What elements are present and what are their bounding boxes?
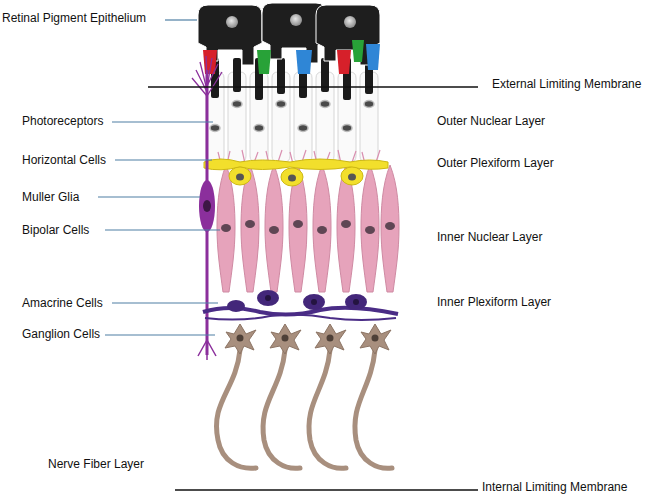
photoreceptor-cells [206,58,378,162]
rpe-cells [198,3,380,65]
layer-label: Outer Nuclear Layer [437,114,545,128]
part-label: Bipolar Cells [22,223,89,237]
layer-label: Nerve Fiber Layer [48,457,144,471]
horizontal-cells [204,159,388,186]
layer-label: Internal Limiting Membrane [482,480,627,494]
part-label: Photoreceptors [22,114,103,128]
part-label: Retinal Pigment Epithelium [2,11,146,25]
ganglion-cells [216,324,392,468]
part-label: Amacrine Cells [22,296,103,310]
muller-glia [192,56,222,360]
layer-label: Inner Plexiform Layer [437,295,551,309]
layer-label: Inner Nuclear Layer [437,230,542,244]
layer-label: External Limiting Membrane [492,77,641,91]
layer-label: Outer Plexiform Layer [437,156,554,170]
part-label: Horizontal Cells [22,153,106,167]
leader-lines [98,20,220,335]
internal-limiting-membrane [175,489,478,491]
part-label: Ganglion Cells [22,327,100,341]
amacrine-cells [203,290,398,320]
external-limiting-membrane [148,86,478,88]
cone-outer-segments [203,40,380,74]
part-label: Muller Glia [22,190,79,204]
bipolar-cells [217,165,399,292]
